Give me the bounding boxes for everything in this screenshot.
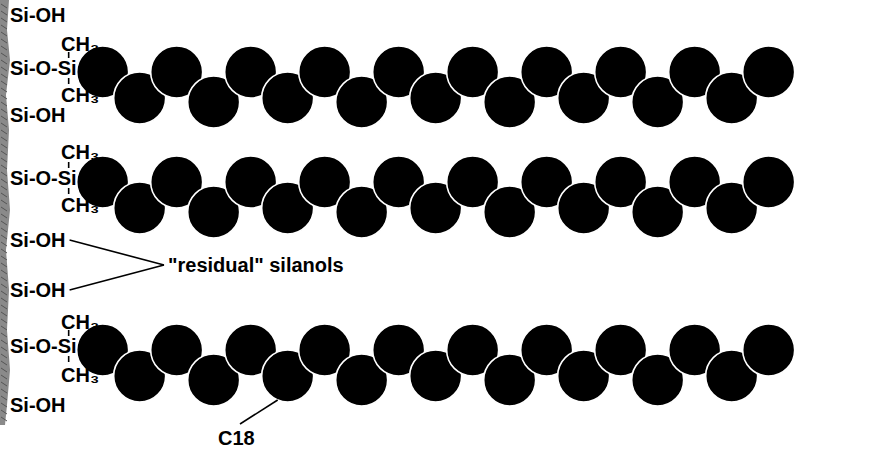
- texture-stroke: [1, 417, 7, 421]
- texture-stroke: [1, 207, 7, 211]
- texture-stroke: [1, 214, 7, 218]
- leader-line: [70, 265, 164, 290]
- texture-stroke: [1, 403, 7, 407]
- texture-stroke: [1, 67, 7, 71]
- texture-stroke: [1, 298, 7, 302]
- callout-label: C18: [218, 427, 255, 449]
- texture-stroke: [1, 186, 7, 190]
- texture-stroke: [1, 284, 7, 288]
- methyl-label: CH₃: [61, 311, 99, 333]
- silanol-label: Si-OH: [10, 229, 66, 251]
- texture-stroke: [1, 116, 7, 120]
- texture-stroke: [1, 249, 7, 253]
- texture-stroke: [1, 165, 7, 169]
- texture-stroke: [1, 109, 7, 113]
- texture-stroke: [1, 333, 7, 337]
- texture-stroke: [1, 4, 7, 8]
- texture-stroke: [1, 410, 7, 414]
- leader-line: [240, 400, 278, 424]
- methyl-label: CH₃: [61, 141, 99, 163]
- silica-texture: [1, 4, 7, 421]
- siloxane-label: Si-O-Si: [10, 167, 77, 189]
- texture-stroke: [1, 172, 7, 176]
- methyl-label: CH₃: [61, 194, 99, 216]
- texture-stroke: [1, 144, 7, 148]
- leader-line: [70, 240, 164, 265]
- texture-stroke: [1, 375, 7, 379]
- texture-stroke: [1, 256, 7, 260]
- texture-stroke: [1, 81, 7, 85]
- texture-stroke: [1, 396, 7, 400]
- texture-stroke: [1, 361, 7, 365]
- texture-stroke: [1, 270, 7, 274]
- note-label: "residual" silanols: [168, 254, 344, 276]
- methyl-label: CH₃: [61, 84, 99, 106]
- carbon-sphere: [743, 156, 795, 208]
- silica-surface: [0, 0, 10, 425]
- texture-stroke: [1, 200, 7, 204]
- texture-stroke: [1, 130, 7, 134]
- texture-stroke: [1, 53, 7, 57]
- texture-stroke: [1, 312, 7, 316]
- texture-stroke: [1, 39, 7, 43]
- texture-stroke: [1, 291, 7, 295]
- texture-stroke: [1, 221, 7, 225]
- texture-stroke: [1, 46, 7, 50]
- texture-stroke: [1, 228, 7, 232]
- methyl-label: CH₃: [61, 33, 99, 55]
- texture-stroke: [1, 137, 7, 141]
- texture-stroke: [1, 347, 7, 351]
- silanol-label: Si-OH: [10, 394, 66, 416]
- methyl-label: CH₃: [61, 364, 99, 386]
- carbon-sphere: [743, 324, 795, 376]
- texture-stroke: [1, 263, 7, 267]
- carbon-sphere: [743, 46, 795, 98]
- silanol-label: Si-OH: [10, 279, 66, 301]
- texture-stroke: [1, 88, 7, 92]
- texture-stroke: [1, 151, 7, 155]
- texture-stroke: [1, 158, 7, 162]
- texture-stroke: [1, 123, 7, 127]
- texture-stroke: [1, 25, 7, 29]
- texture-stroke: [1, 235, 7, 239]
- texture-stroke: [1, 305, 7, 309]
- siloxane-label: Si-O-Si: [10, 335, 77, 357]
- silanol-label: Si-OH: [10, 104, 66, 126]
- texture-stroke: [1, 95, 7, 99]
- texture-stroke: [1, 319, 7, 323]
- texture-stroke: [1, 179, 7, 183]
- texture-stroke: [1, 18, 7, 22]
- texture-stroke: [1, 326, 7, 330]
- texture-stroke: [1, 340, 7, 344]
- texture-stroke: [1, 32, 7, 36]
- c18-chains: [69, 46, 795, 406]
- texture-stroke: [1, 102, 7, 106]
- silanol-label: Si-OH: [10, 4, 66, 26]
- texture-stroke: [1, 382, 7, 386]
- texture-stroke: [1, 193, 7, 197]
- texture-stroke: [1, 11, 7, 15]
- texture-stroke: [1, 60, 7, 64]
- texture-stroke: [1, 242, 7, 246]
- texture-stroke: [1, 277, 7, 281]
- siloxane-label: Si-O-Si: [10, 57, 77, 79]
- texture-stroke: [1, 354, 7, 358]
- texture-stroke: [1, 389, 7, 393]
- texture-stroke: [1, 74, 7, 78]
- texture-stroke: [1, 368, 7, 372]
